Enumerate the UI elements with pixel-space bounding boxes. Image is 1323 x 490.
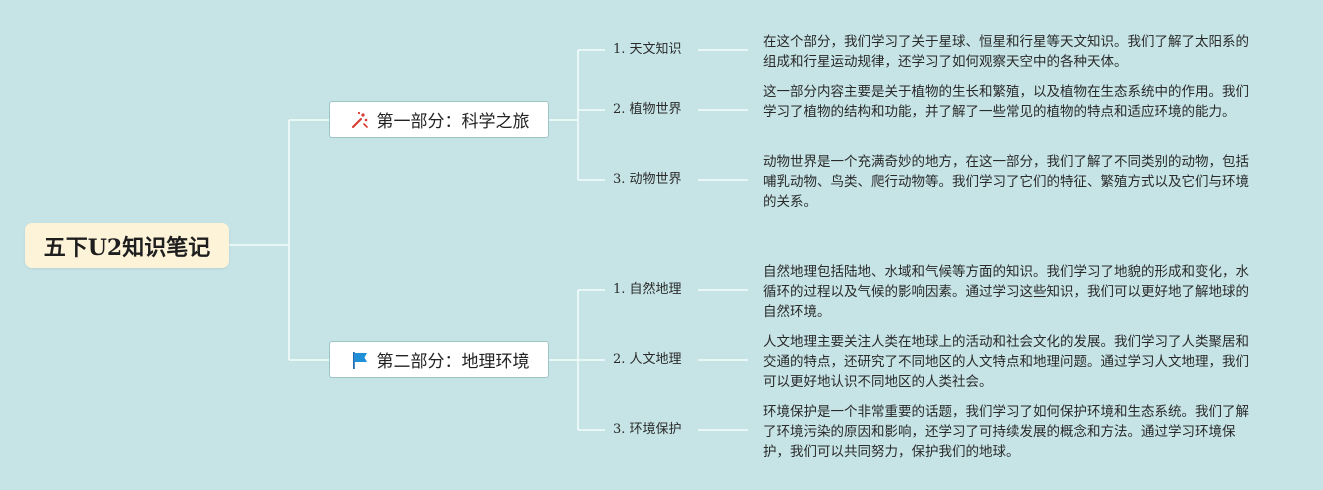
leaf-node-animals[interactable]: 3. 动物世界 [613, 172, 682, 187]
desc-animals[interactable]: 动物世界是一个充满奇妙的地方，在这一部分，我们了解了不同类别的动物，包括哺乳动物… [763, 154, 1249, 210]
leaf-node-human-geography[interactable]: 2. 人文地理 [613, 352, 682, 367]
branch-node-science[interactable]: 第一部分：科学之旅 [329, 101, 549, 138]
leaf-node-plants[interactable]: 2. 植物世界 [613, 102, 682, 117]
branch-node-geography[interactable]: 第二部分：地理环境 [329, 341, 549, 378]
desc-plants[interactable]: 这一部分内容主要是关于植物的生长和繁殖，以及植物在生态系统中的作用。我们学习了植… [763, 84, 1249, 120]
desc-astronomy[interactable]: 在这个部分，我们学习了关于星球、恒星和行星等天文知识。我们了解了太阳系的组成和行… [763, 34, 1249, 70]
desc-physical-geography[interactable]: 自然地理包括陆地、水域和气候等方面的知识。我们学习了地貌的形成和变化，水循环的过… [763, 264, 1249, 320]
flag-icon [349, 349, 371, 371]
sparkle-icon [349, 109, 371, 131]
leaf-node-astronomy[interactable]: 1. 天文知识 [613, 42, 682, 57]
branch-label: 第一部分：科学之旅 [376, 112, 530, 132]
leaf-node-physical-geography[interactable]: 1. 自然地理 [613, 282, 682, 297]
root-node[interactable]: 五下U2知识笔记 [25, 223, 229, 268]
desc-environment[interactable]: 环境保护是一个非常重要的话题，我们学习了如何保护环境和生态系统。我们了解了环境污… [763, 404, 1249, 460]
leaf-node-environment[interactable]: 3. 环境保护 [613, 422, 682, 437]
root-title: 五下U2知识笔记 [43, 234, 211, 261]
branch-label: 第二部分：地理环境 [376, 352, 530, 372]
desc-human-geography[interactable]: 人文地理主要关注人类在地球上的活动和社会文化的发展。我们学习了人类聚居和交通的特… [763, 334, 1249, 390]
